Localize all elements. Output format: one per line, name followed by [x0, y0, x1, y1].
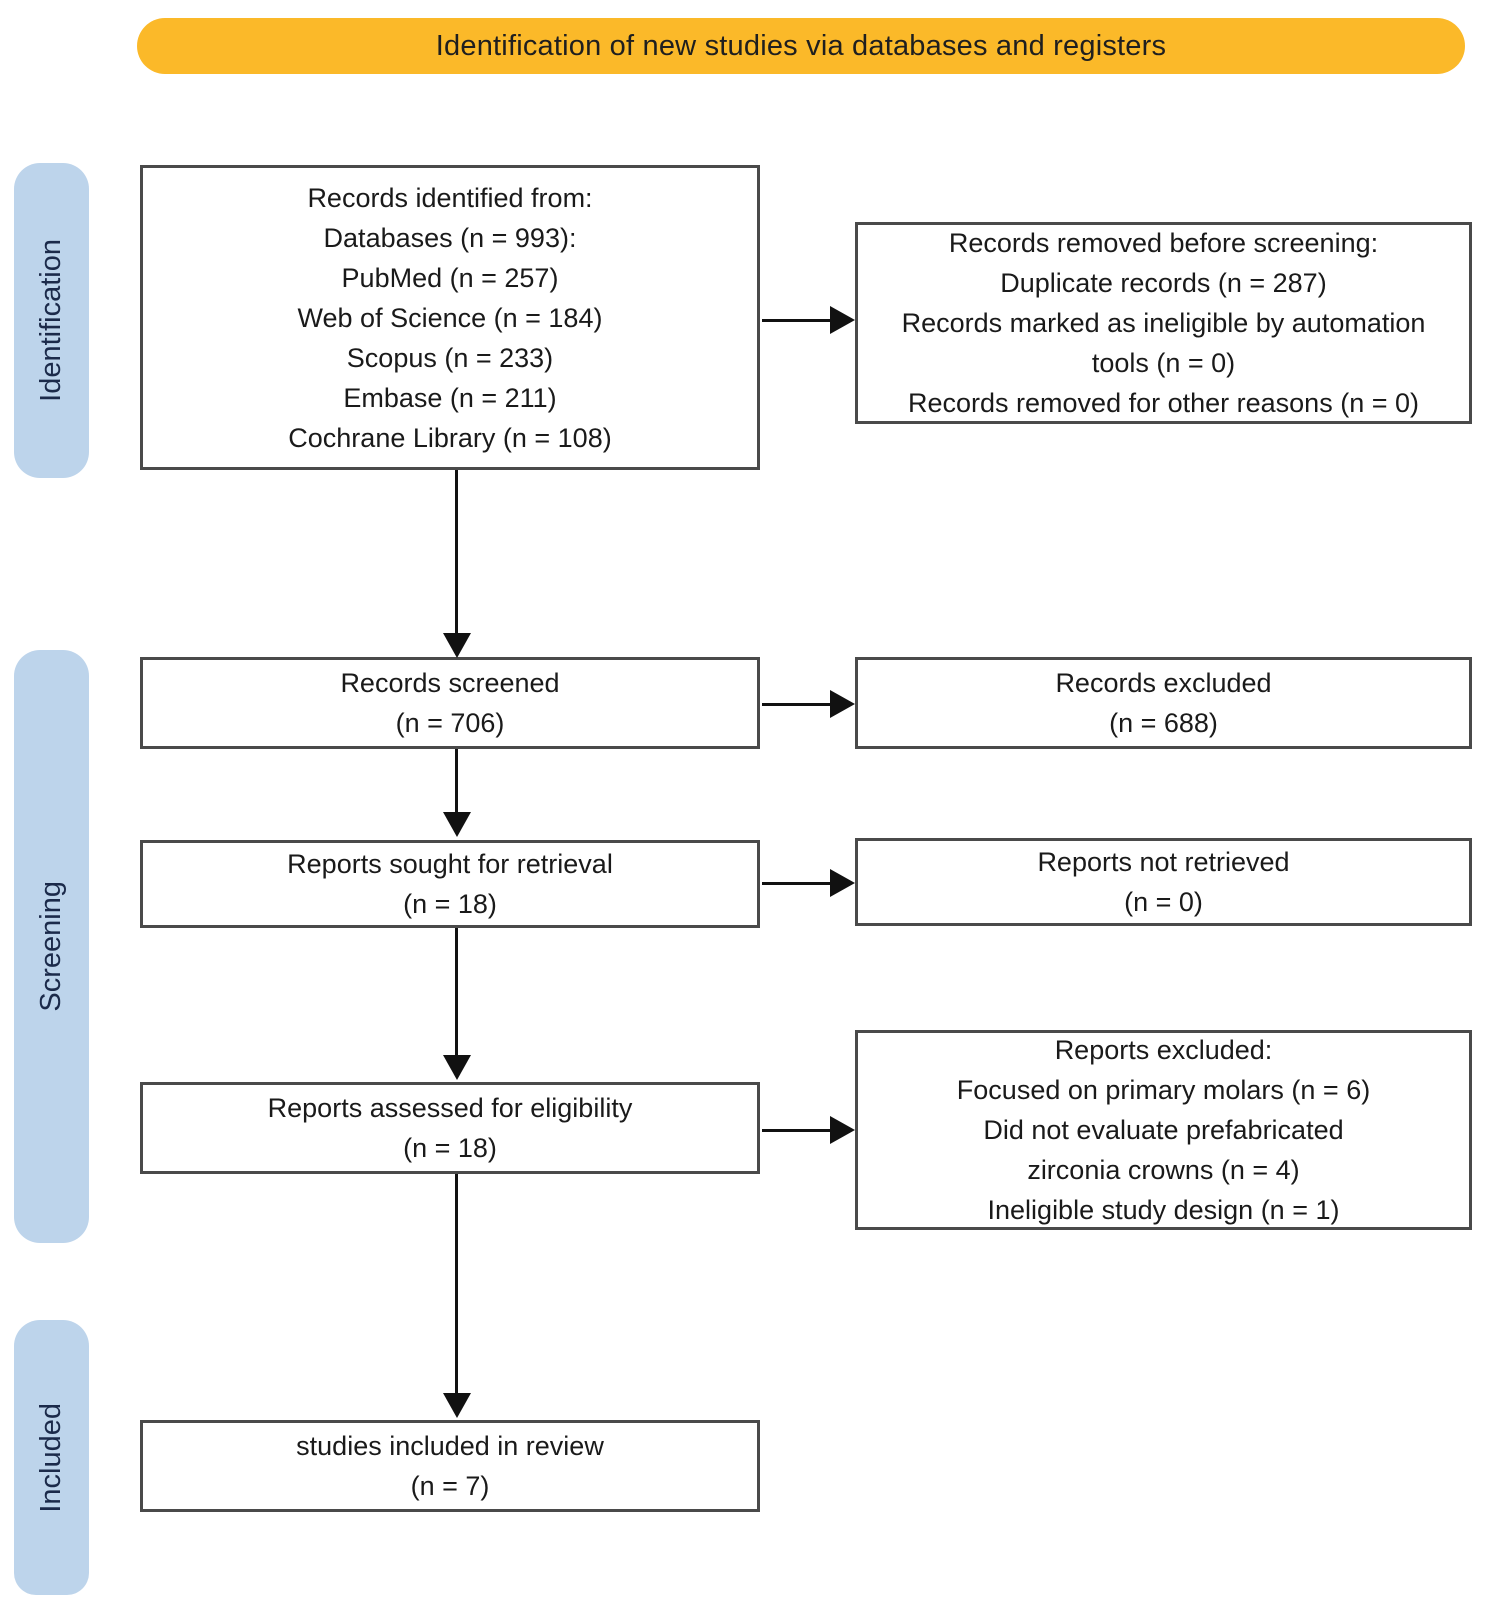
- box-line: Duplicate records (n = 287): [1000, 268, 1327, 298]
- arrow-right-icon: [830, 1116, 855, 1144]
- box-line: Did not evaluate prefabricated: [983, 1115, 1344, 1145]
- box-line: (n = 18): [403, 889, 497, 919]
- box-records-excluded: Records excluded (n = 688): [855, 657, 1472, 749]
- box-line: Records marked as ineligible by automati…: [901, 308, 1426, 338]
- box-line: Embase (n = 211): [343, 382, 557, 413]
- arrow-screened-to-sought-line: [455, 749, 458, 814]
- box-line: studies included in review: [296, 1431, 604, 1461]
- box-line: (n = 7): [410, 1471, 490, 1501]
- box-line: (n = 18): [403, 1133, 497, 1163]
- box-line: Records excluded: [1055, 668, 1272, 698]
- box-line: Reports sought for retrieval: [287, 849, 613, 879]
- box-line: Records removed for other reasons (n = 0…: [908, 388, 1419, 418]
- arrow-right-icon: [830, 869, 855, 897]
- box-line: Databases (n = 993):: [323, 222, 577, 253]
- box-line: Cochrane Library (n = 108): [288, 422, 612, 453]
- stage-pill-included: Included: [14, 1320, 89, 1595]
- arrow-sought-to-notretrieved-line: [762, 882, 832, 885]
- box-reports-assessed: Reports assessed for eligibility (n = 18…: [140, 1082, 760, 1174]
- stage-label-identification: Identification: [35, 239, 67, 402]
- arrow-sought-to-assessed-line: [455, 928, 458, 1056]
- arrow-screened-to-excluded-line: [762, 703, 832, 706]
- stage-pill-screening: Screening: [14, 650, 89, 1243]
- arrow-down-icon: [443, 1055, 471, 1080]
- box-line: Scopus (n = 233): [346, 342, 554, 373]
- box-records-identified: Records identified from: Databases (n = …: [140, 165, 760, 470]
- arrow-right-icon: [830, 690, 855, 718]
- box-line: Ineligible study design (n = 1): [987, 1195, 1340, 1225]
- box-line: Records screened: [340, 668, 560, 698]
- box-reports-sought: Reports sought for retrieval (n = 18): [140, 840, 760, 928]
- box-line: (n = 688): [1109, 708, 1218, 738]
- arrow-identified-to-screened-line: [455, 470, 458, 633]
- stage-label-screening: Screening: [35, 881, 67, 1012]
- box-reports-not-retrieved: Reports not retrieved (n = 0): [855, 838, 1472, 926]
- arrow-down-icon: [443, 812, 471, 837]
- box-line: Reports excluded:: [1054, 1035, 1273, 1065]
- box-line: Web of Science (n = 184): [297, 302, 603, 333]
- banner-title: Identification of new studies via databa…: [137, 18, 1465, 74]
- box-records-removed: Records removed before screening: Duplic…: [855, 222, 1472, 424]
- banner-title-text: Identification of new studies via databa…: [435, 29, 1167, 62]
- box-line: Focused on primary molars (n = 6): [956, 1075, 1371, 1105]
- arrow-assessed-to-included-line: [455, 1174, 458, 1394]
- box-line: (n = 0): [1124, 887, 1203, 917]
- stage-label-included: Included: [35, 1402, 67, 1513]
- box-line: tools (n = 0): [1091, 348, 1236, 378]
- box-reports-excluded: Reports excluded: Focused on primary mol…: [855, 1030, 1472, 1230]
- box-line: (n = 706): [395, 708, 505, 738]
- arrow-right-icon: [830, 306, 855, 334]
- box-studies-included: studies included in review (n = 7): [140, 1420, 760, 1512]
- box-line: Reports assessed for eligibility: [267, 1093, 633, 1123]
- box-line: zirconia crowns (n = 4): [1027, 1155, 1300, 1185]
- arrow-down-icon: [443, 633, 471, 658]
- arrow-down-icon: [443, 1393, 471, 1418]
- box-line: PubMed (n = 257): [341, 262, 559, 293]
- box-line: Records removed before screening:: [948, 228, 1379, 258]
- box-line: Reports not retrieved: [1037, 847, 1290, 877]
- arrow-identified-to-removed-line: [762, 319, 832, 322]
- stage-pill-identification: Identification: [14, 163, 89, 478]
- box-records-screened: Records screened (n = 706): [140, 657, 760, 749]
- box-line: Records identified from:: [307, 182, 593, 213]
- arrow-assessed-to-reportsexcluded-line: [762, 1129, 832, 1132]
